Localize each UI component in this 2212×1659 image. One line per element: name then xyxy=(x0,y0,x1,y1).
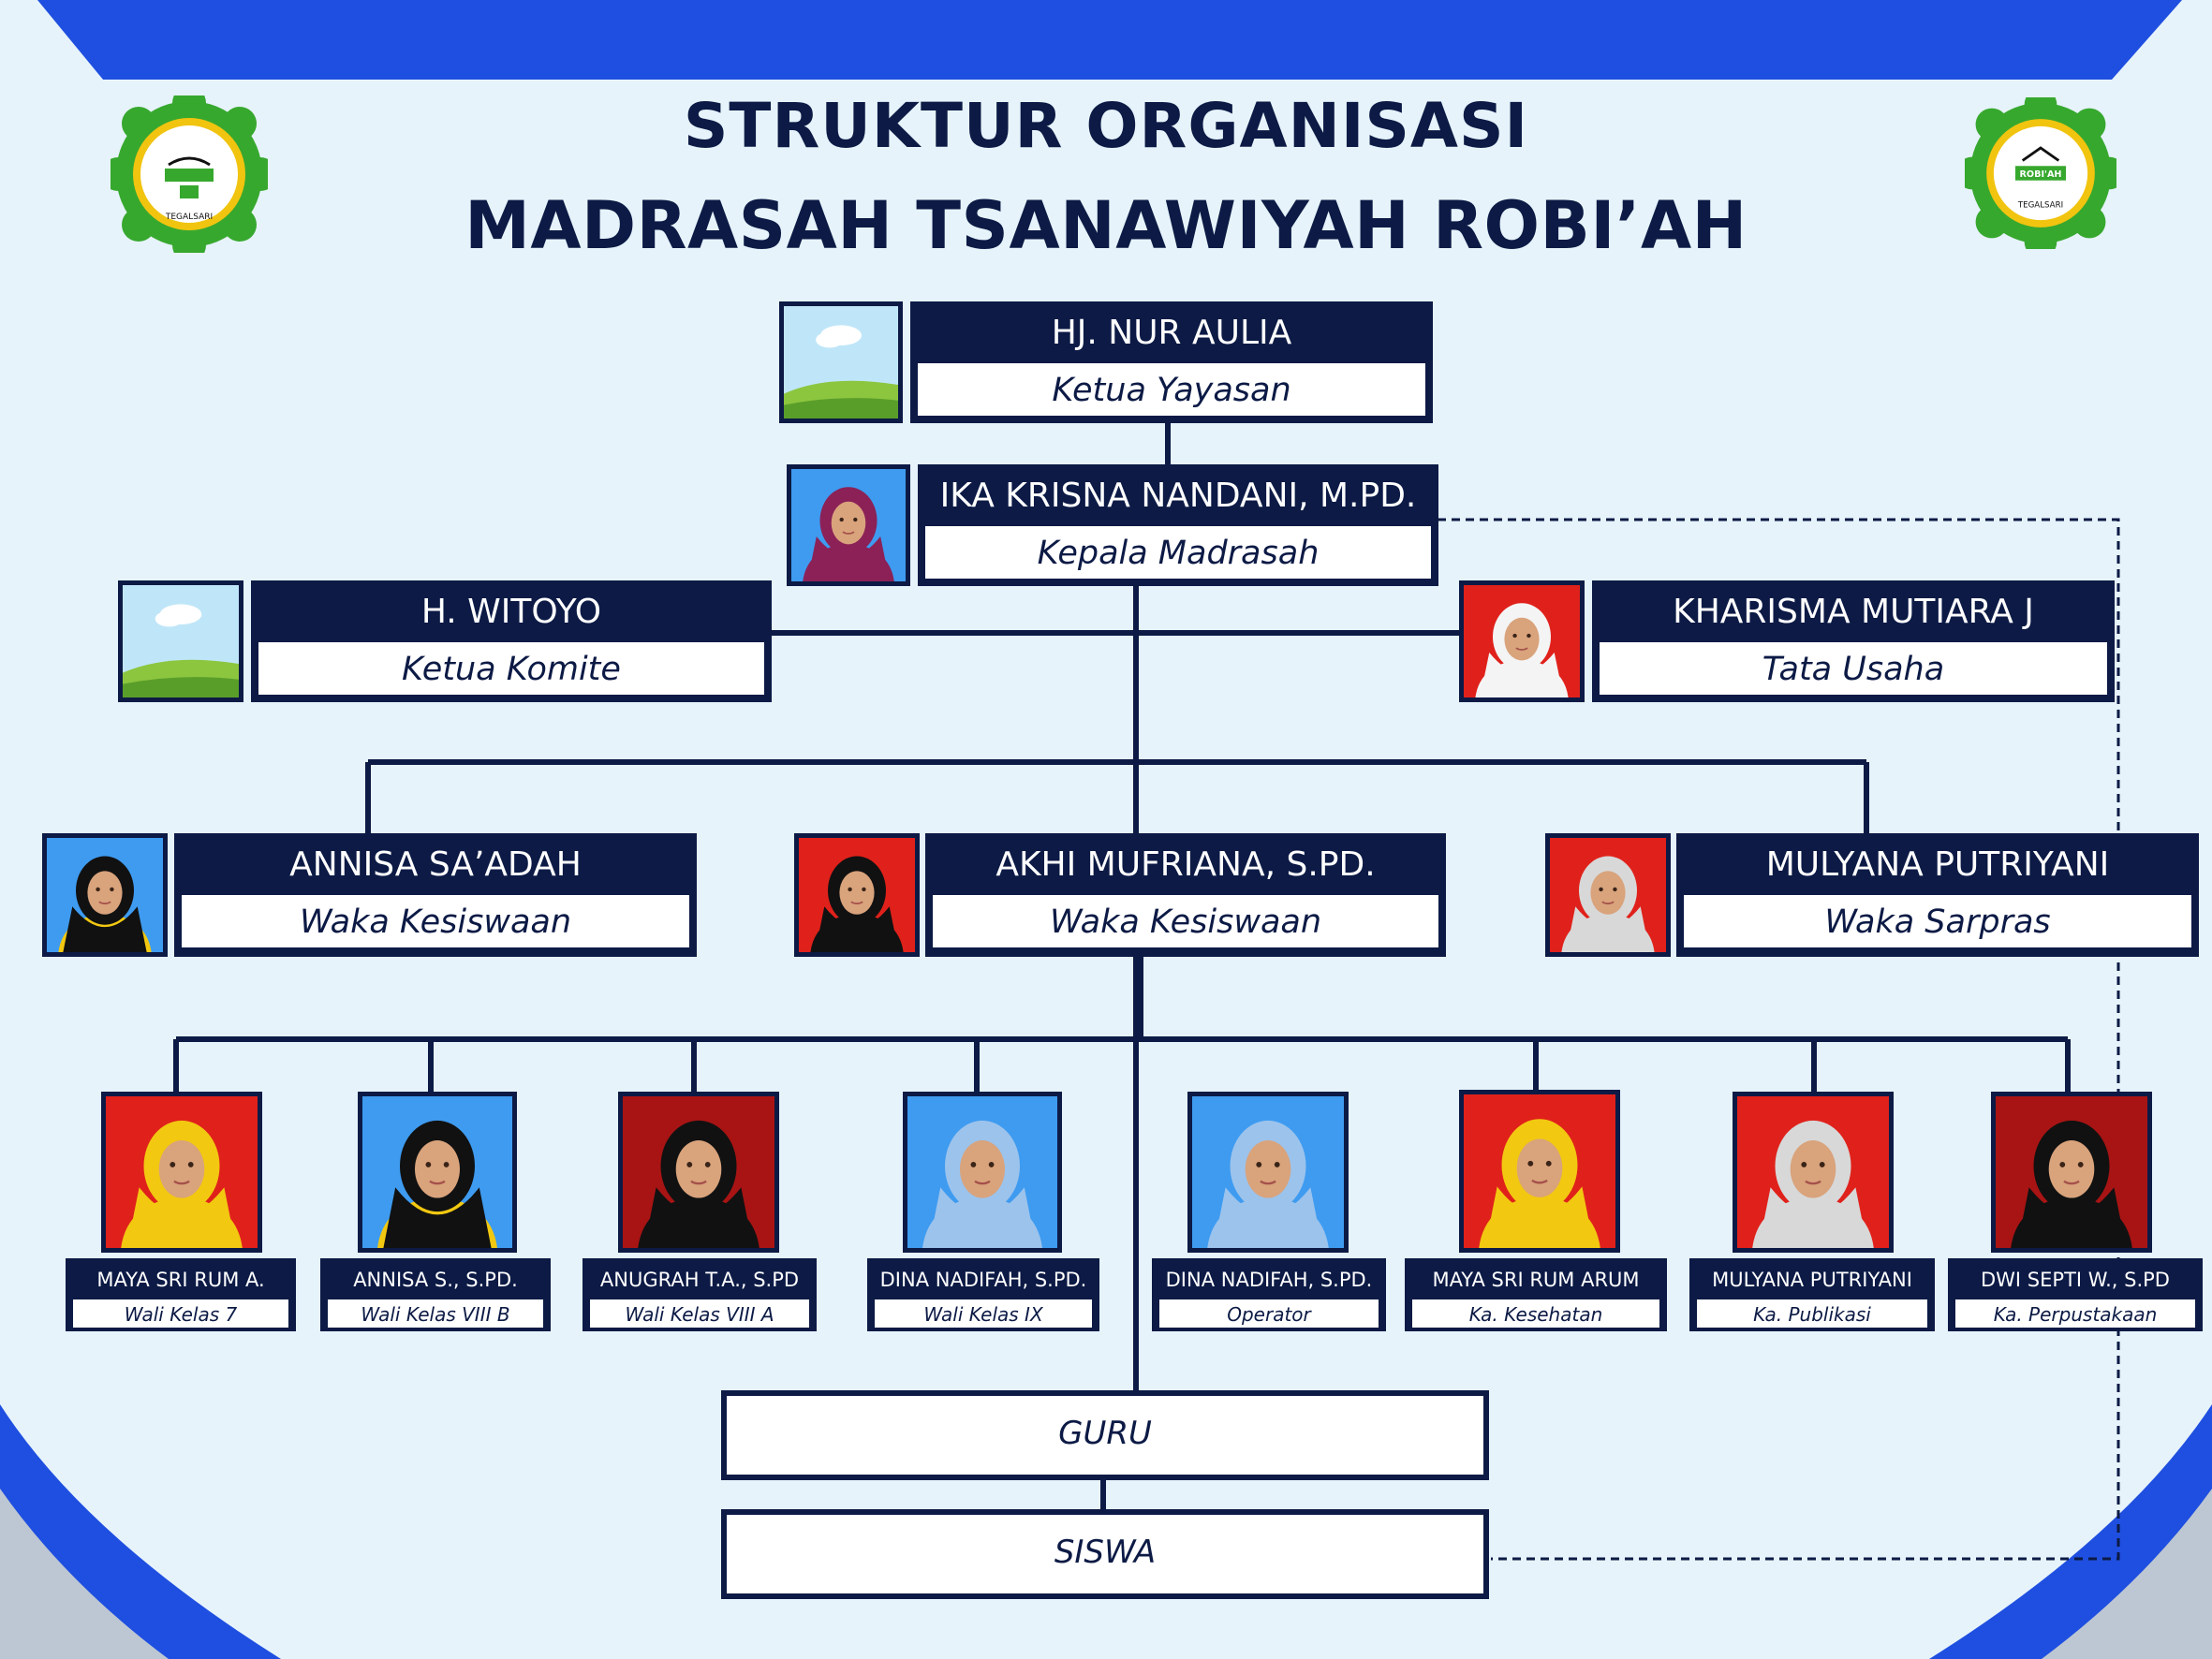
person-role: Waka Sarpras xyxy=(1681,892,2194,950)
person-name: AKHI MUFRIANA, S.PD. xyxy=(995,845,1376,884)
person-role: Ka. Perpustakaan xyxy=(1953,1297,2198,1330)
yayasan-logo-text: ROBI'AH xyxy=(2020,169,2062,180)
person-name: DINA NADIFAH, S.PD. xyxy=(1165,1269,1373,1291)
person-name: HJ. NUR AULIA xyxy=(1051,314,1292,352)
person-card: DWI SEPTI W., S.PD Ka. Perpustakaan xyxy=(1948,1258,2203,1331)
person-card: DINA NADIFAH, S.PD. Operator xyxy=(1152,1258,1386,1331)
person-card: ANNISA SA’ADAH Waka Kesiswaan xyxy=(174,833,697,957)
person-card: KHARISMA MUTIARA J Tata Usaha xyxy=(1592,580,2115,702)
person-role: Waka Kesiswaan xyxy=(930,892,1441,950)
person-name: MULYANA PUTRIYANI xyxy=(1765,845,2110,884)
guru-box: GURU xyxy=(721,1390,1489,1480)
person-name: KHARISMA MUTIARA J xyxy=(1673,593,2034,631)
yayasan-emblem-icon: ROBI'AH TEGALSARI xyxy=(1955,88,2126,258)
person-photo xyxy=(1459,580,1585,702)
person-role: Ka. Kesehatan xyxy=(1409,1297,1662,1330)
person-role: Waka Kesiswaan xyxy=(179,892,692,950)
person-name: MAYA SRI RUM A. xyxy=(96,1269,265,1291)
person-card: ANNISA S., S.PD. Wali Kelas VIII B xyxy=(320,1258,551,1331)
person-card: MULYANA PUTRIYANI Ka. Publikasi xyxy=(1689,1258,1935,1331)
person-card: AKHI MUFRIANA, S.PD. Waka Kesiswaan xyxy=(925,833,1446,957)
person-name: ANNISA S., S.PD. xyxy=(353,1269,518,1291)
person-name: ANNISA SA’ADAH xyxy=(289,845,582,884)
person-photo xyxy=(1991,1092,2152,1253)
person-card: H. WITOYO Ketua Komite xyxy=(251,580,772,702)
person-card: HJ. NUR AULIA Ketua Yayasan xyxy=(910,301,1433,423)
person-card: IKA KRISNA NANDANI, M.PD. Kepala Madrasah xyxy=(918,464,1438,586)
person-role: Ketua Yayasan xyxy=(915,360,1428,418)
person-photo xyxy=(903,1092,1062,1253)
person-photo xyxy=(1459,1090,1620,1253)
siswa-box: SISWA xyxy=(721,1509,1489,1599)
madrasah-logo-text: TEGALSARI xyxy=(165,213,213,222)
person-photo xyxy=(794,833,920,957)
person-name: IKA KRISNA NANDANI, M.PD. xyxy=(939,477,1417,515)
person-photo xyxy=(618,1092,779,1253)
yayasan-logo-subtext: TEGALSARI xyxy=(2017,201,2063,211)
person-role: Ketua Komite xyxy=(256,639,767,697)
person-role: Ka. Publikasi xyxy=(1694,1297,1930,1330)
person-name: DINA NADIFAH, S.PD. xyxy=(879,1269,1087,1291)
page-subtitle: MADRASAH TSANAWIYAH ROBI’AH xyxy=(465,187,1747,264)
person-name: DWI SEPTI W., S.PD xyxy=(1981,1269,2170,1291)
person-card: MAYA SRI RUM A. Wali Kelas 7 xyxy=(66,1258,296,1331)
person-role: Tata Usaha xyxy=(1597,639,2110,697)
person-name: ANUGRAH T.A., S.PD xyxy=(599,1269,800,1291)
person-role: Operator xyxy=(1157,1297,1381,1330)
person-photo xyxy=(1545,833,1671,957)
yayasan-logo: ROBI'AH TEGALSARI xyxy=(1955,88,2126,258)
person-card: MAYA SRI RUM ARUM Ka. Kesehatan xyxy=(1405,1258,1667,1331)
person-photo xyxy=(42,833,168,957)
photo-placeholder-icon xyxy=(779,301,903,423)
person-photo xyxy=(1187,1092,1349,1253)
person-photo xyxy=(1733,1092,1894,1253)
person-card: MULYANA PUTRIYANI Waka Sarpras xyxy=(1676,833,2199,957)
photo-placeholder-icon xyxy=(118,580,243,702)
person-role: Wali Kelas IX xyxy=(872,1297,1095,1330)
person-role: Wali Kelas VIII A xyxy=(587,1297,812,1330)
person-role: Wali Kelas 7 xyxy=(70,1297,291,1330)
page-title: STRUKTUR ORGANISASI xyxy=(683,90,1529,162)
person-role: Kepala Madrasah xyxy=(922,523,1434,581)
person-name: H. WITOYO xyxy=(420,593,602,631)
person-name: MAYA SRI RUM ARUM xyxy=(1432,1269,1640,1291)
person-role: Wali Kelas VIII B xyxy=(325,1297,546,1330)
person-photo xyxy=(787,464,910,586)
person-card: DINA NADIFAH, S.PD. Wali Kelas IX xyxy=(867,1258,1099,1331)
person-card: ANUGRAH T.A., S.PD Wali Kelas VIII A xyxy=(582,1258,817,1331)
person-photo xyxy=(358,1092,517,1253)
person-name: MULYANA PUTRIYANI xyxy=(1712,1269,1912,1291)
person-photo xyxy=(101,1092,262,1253)
